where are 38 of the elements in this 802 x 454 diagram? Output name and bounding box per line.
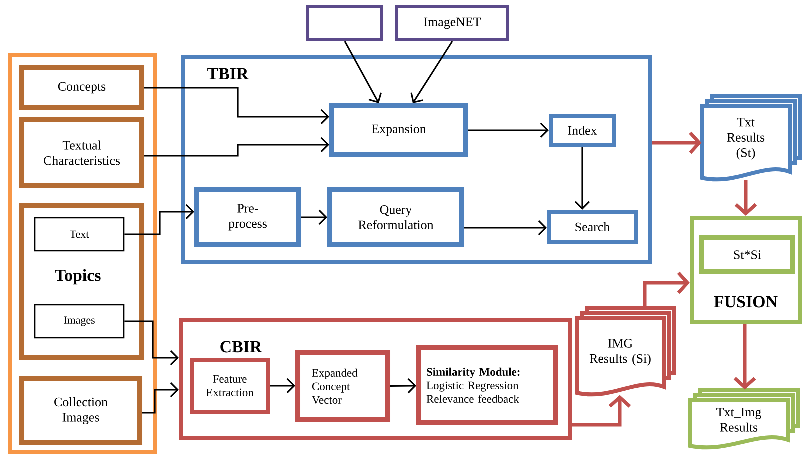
arrow bbox=[464, 220, 547, 236]
process-box: Concepts bbox=[20, 66, 144, 110]
arrow bbox=[124, 204, 194, 236]
arrow bbox=[144, 137, 330, 157]
process-box: Index bbox=[549, 114, 616, 147]
process-box: St*Si bbox=[700, 236, 796, 274]
process-box: Expanded Concept Vector bbox=[296, 350, 390, 422]
node-label: Txt_Img Results bbox=[716, 408, 762, 432]
process-box: Textual Characteristics bbox=[20, 118, 144, 188]
process-box: Text bbox=[34, 217, 125, 252]
arrow bbox=[643, 272, 690, 308]
arrow bbox=[144, 87, 330, 125]
arrow bbox=[390, 378, 416, 394]
document-stack: Txt_Img Results bbox=[688, 388, 800, 450]
process-box: Similarity Module: Logistic Regression Relevance feedback bbox=[416, 346, 558, 426]
arrow bbox=[142, 382, 179, 414]
process-box: Query Reformulation bbox=[328, 188, 464, 248]
arrow bbox=[410, 41, 454, 104]
source-box: ImageNET bbox=[396, 6, 510, 42]
process-box: Feature Extraction bbox=[190, 358, 270, 414]
arrow bbox=[652, 132, 702, 154]
source-box bbox=[306, 6, 384, 42]
document-stack: IMG Results (Si) bbox=[575, 306, 676, 397]
arrow bbox=[270, 378, 296, 394]
arrow bbox=[734, 180, 758, 216]
arrow bbox=[124, 320, 179, 366]
arrow bbox=[468, 122, 549, 138]
document-stack: Txt Results (St) bbox=[700, 94, 802, 182]
arrow bbox=[572, 395, 632, 427]
process-box: Pre- process bbox=[194, 188, 302, 248]
node-label: Txt Results (St) bbox=[727, 118, 765, 160]
arrow bbox=[302, 210, 328, 226]
process-box: Expansion bbox=[330, 104, 468, 158]
process-box: Images bbox=[34, 304, 125, 339]
process-box: Search bbox=[547, 210, 638, 244]
arrow bbox=[734, 324, 756, 390]
process-box: Collection Images bbox=[20, 376, 142, 446]
arrow bbox=[574, 147, 590, 210]
